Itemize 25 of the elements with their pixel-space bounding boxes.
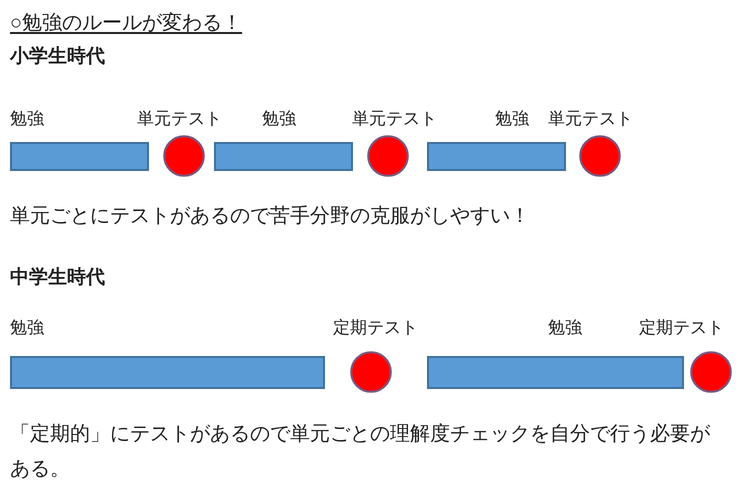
note-text: 「定期的」にテストがあるので単元ごとの理解度チェックを自分で行う必要がある。 [10, 422, 712, 482]
test-marker-circle [579, 135, 621, 177]
marker-label: 単元テスト [352, 109, 437, 129]
marker-label: 定期テスト [639, 318, 724, 338]
marker-label: 単元テスト [548, 109, 633, 129]
timeline-bar [214, 142, 353, 171]
page-title: ○勉強のルールが変わる！ [10, 11, 242, 36]
timeline-bar [427, 356, 684, 389]
bar-label: 勉強 [10, 109, 44, 129]
bar-label: 勉強 [10, 318, 44, 338]
timeline-bar [427, 142, 566, 171]
note-text: 単元ごとにテストがあるので苦手分野の克服がしやすい！ [10, 204, 530, 229]
bar-label: 勉強 [548, 318, 582, 338]
timeline-bar [10, 142, 149, 171]
section-heading: 小学生時代 [10, 44, 105, 69]
timeline-bar [10, 356, 325, 389]
section-heading: 中学生時代 [10, 265, 105, 290]
test-marker-circle [163, 135, 205, 177]
bar-label: 勉強 [262, 109, 296, 129]
test-marker-circle [690, 351, 732, 393]
test-marker-circle [367, 135, 409, 177]
bar-label: 勉強 [495, 109, 529, 129]
test-marker-circle [350, 351, 392, 393]
marker-label: 定期テスト [333, 318, 418, 338]
marker-label: 単元テスト [137, 109, 222, 129]
